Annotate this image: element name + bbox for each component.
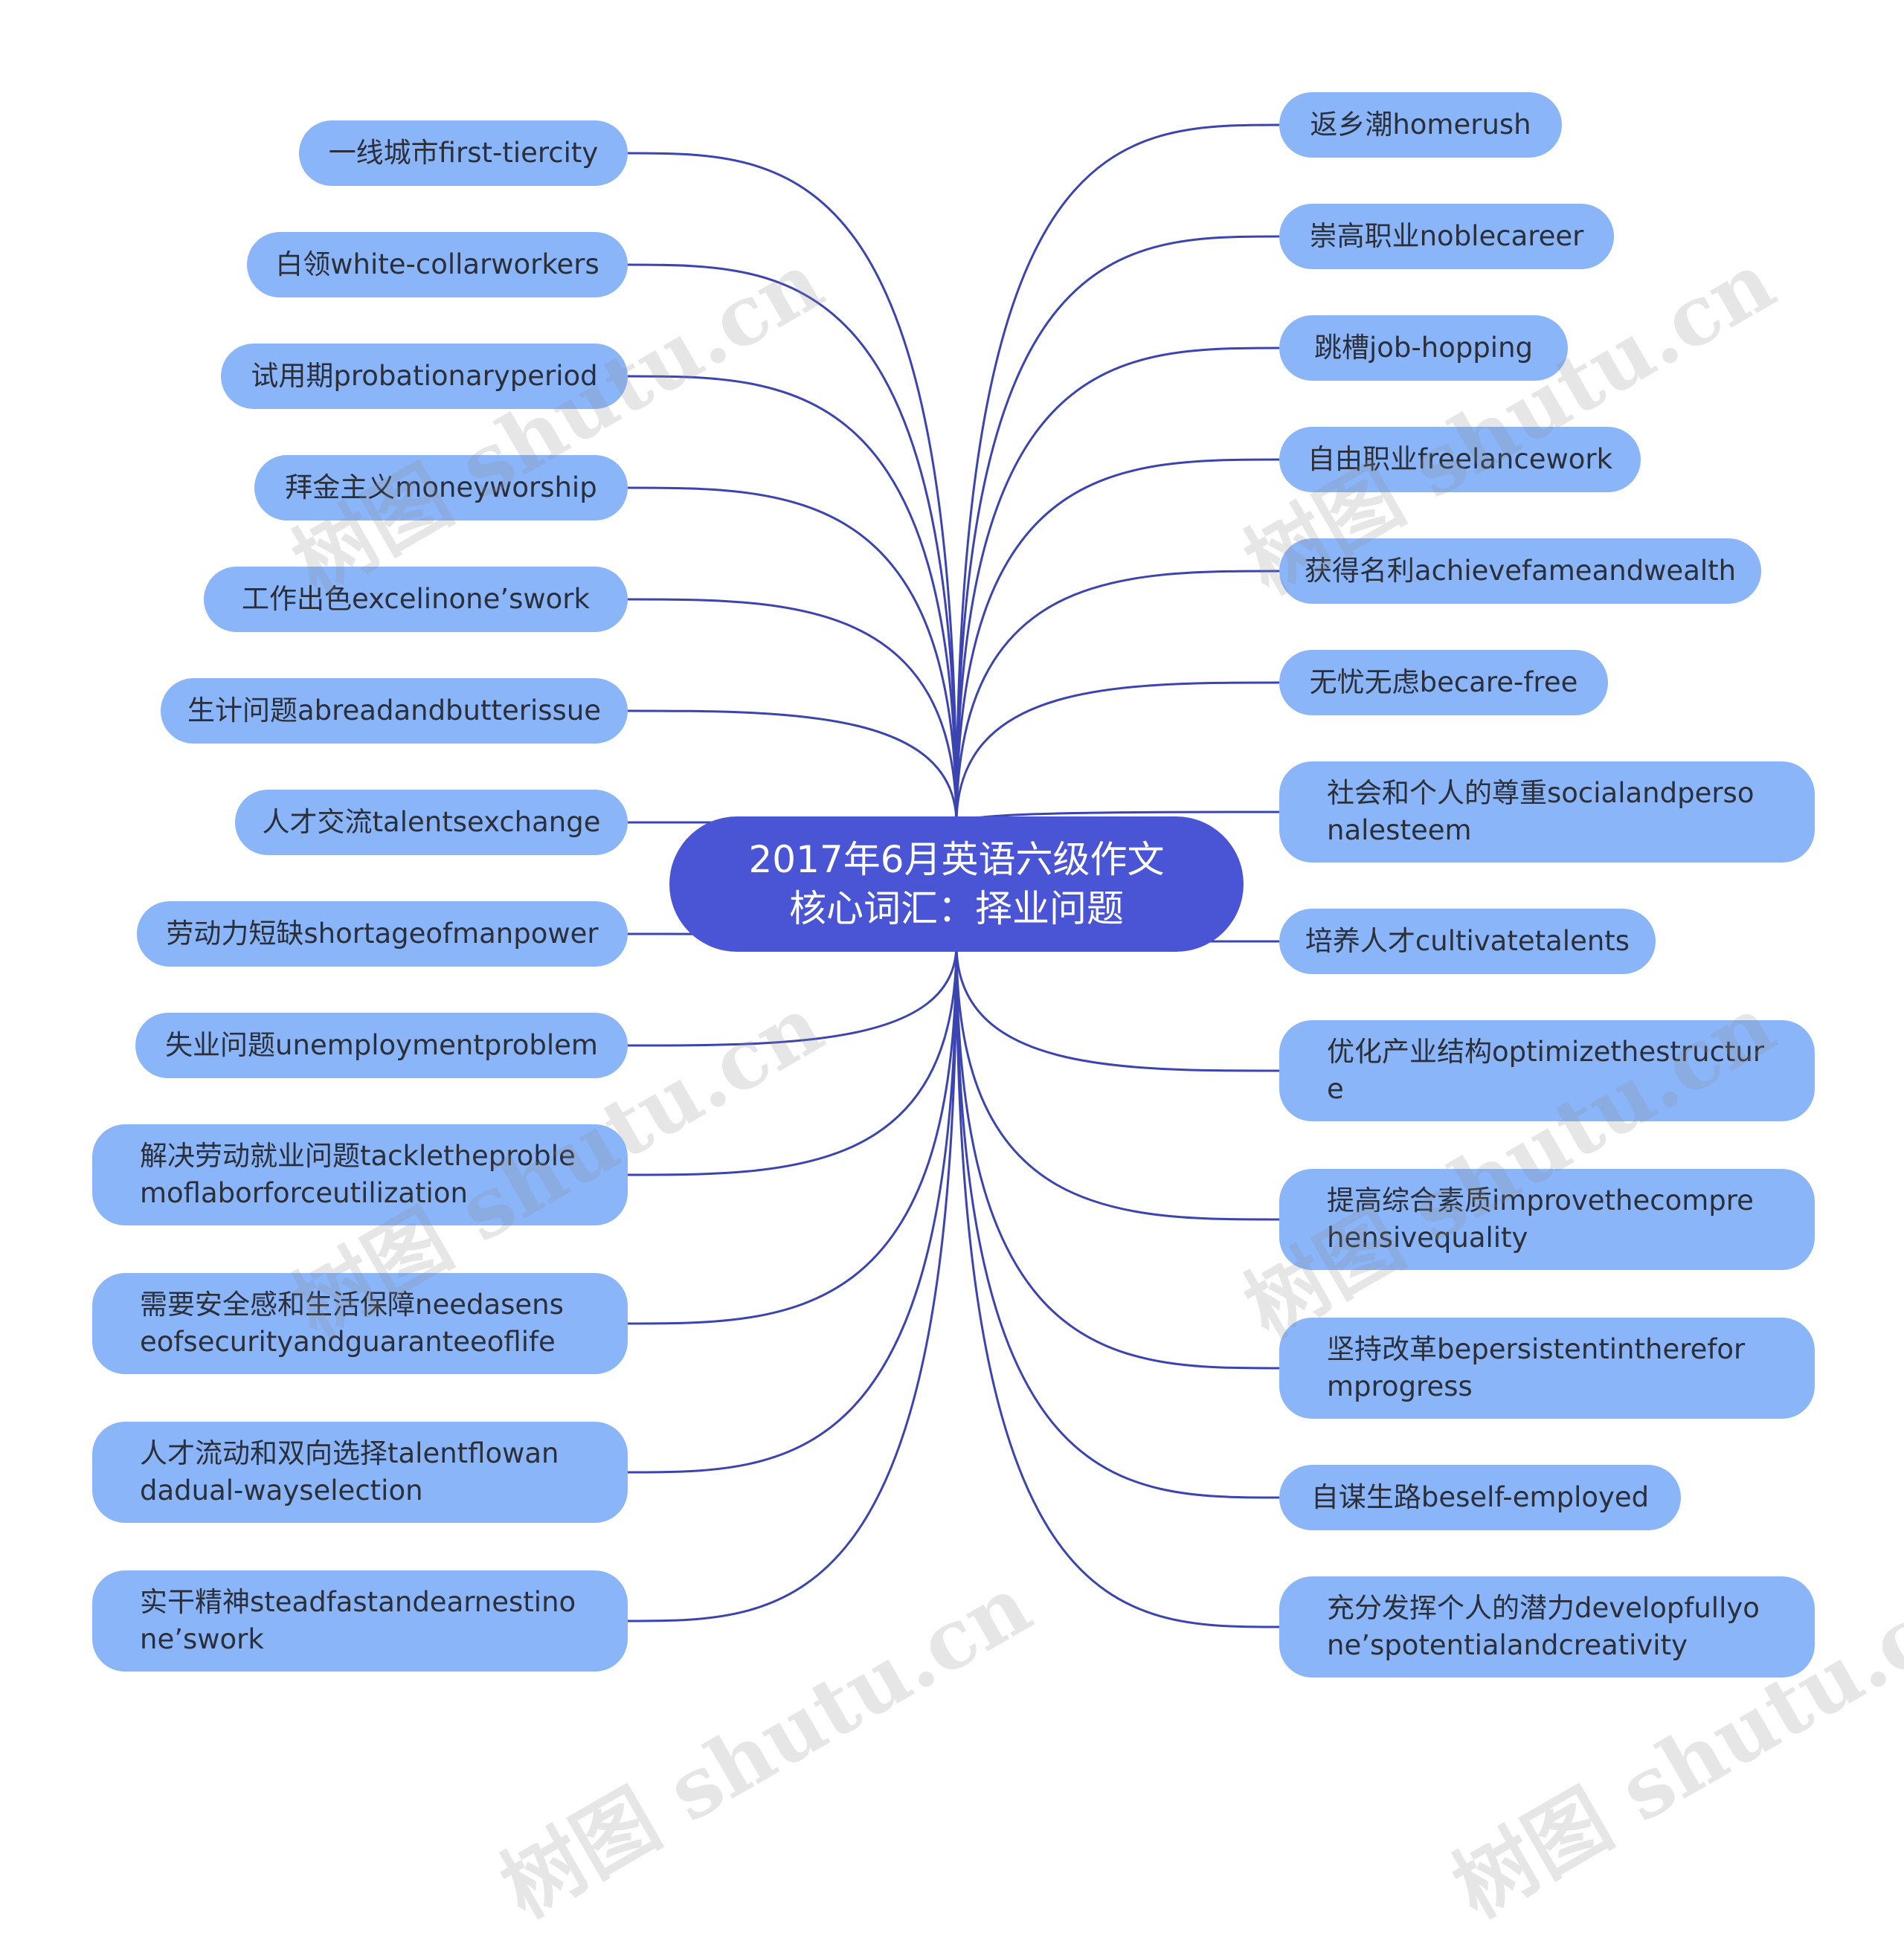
right-node-13[interactable]: 充分发挥个人的潜力developfullyo ne’spotentialandcr… [1279,1576,1815,1678]
left-node-11-text: 需要安全感和生活保障needasens eofsecurityandguarant… [140,1286,564,1361]
right-node-3-text: 跳槽job-hopping [1313,332,1534,364]
left-node-11[interactable]: 需要安全感和生活保障needasens eofsecurityandguarant… [92,1273,628,1374]
left-connector-2 [627,263,958,825]
right-node-11-line-2: mprogress [1327,1370,1473,1402]
right-node-9-line-1: 优化产业结构optimizethestructur [1327,1036,1765,1068]
left-node-9-text: 失业问题unemploymentproblem [165,1029,598,1061]
right-connector-1 [955,123,1280,825]
left-node-1-text: 一线城市first-tiercity [328,137,599,169]
right-connector-11 [955,944,1280,1370]
right-node-9-line-2: e [1327,1073,1344,1105]
right-connector-3 [955,347,1280,825]
left-node-10-text: 解决劳动就业问题tackletheproble moflaborforceutil… [140,1138,576,1212]
right-connector-10 [955,944,1280,1221]
right-node-2[interactable]: 崇高职业noblecareer [1279,204,1614,269]
left-node-8-text: 劳动力短缺shortageofmanpower [166,918,599,950]
right-node-9-text: 优化产业结构optimizethestructur e [1327,1034,1764,1108]
right-node-10-text: 提高综合素质improvethecompre hensivequality [1327,1182,1754,1257]
left-node-3[interactable]: 试用期probationaryperiod [221,344,628,409]
left-node-5-text: 工作出色excelinone’swork [242,583,590,615]
right-connector-2 [955,235,1280,825]
left-node-11-line-2: eofsecurityandguaranteeoflife [140,1326,556,1358]
central-topic-line-2: 核心词汇：择业问题 [789,887,1124,930]
right-node-13-line-2: ne’spotentialandcreativity [1327,1629,1688,1661]
left-node-3-text: 试用期probationaryperiod [251,360,598,392]
left-node-10[interactable]: 解决劳动就业问题tackletheproble moflaborforceutil… [92,1124,628,1225]
left-connector-1 [627,152,958,825]
left-node-13-line-1: 实干精神steadfastandearnestino [140,1586,576,1618]
right-node-11[interactable]: 坚持改革bepersistentintherefor mprogress [1279,1318,1815,1419]
left-node-11-line-1: 需要安全感和生活保障needasens [140,1289,564,1321]
right-node-7-line-1: 社会和个人的尊重socialandperso [1327,777,1755,809]
right-node-7-text: 社会和个人的尊重socialandperso nalesteem [1327,775,1754,849]
right-node-7[interactable]: 社会和个人的尊重socialandperso nalesteem [1279,761,1815,863]
central-topic-line-1: 2017年6月英语六级作文 [748,838,1165,881]
right-node-3[interactable]: 跳槽job-hopping [1279,315,1568,381]
left-connector-5 [627,598,958,825]
left-node-10-line-1: 解决劳动就业问题tackletheproble [140,1140,576,1172]
right-node-11-line-1: 坚持改革bepersistentintherefor [1327,1333,1746,1365]
right-node-1-text: 返乡潮homerush [1310,109,1531,141]
left-connector-11 [627,944,958,1325]
right-node-11-text: 坚持改革bepersistentintherefor mprogress [1327,1331,1745,1405]
mindmap-canvas: 2017年6月英语六级作文 核心词汇：择业问题 一线城市first-tierci… [92,92,1904,1936]
right-connector-4 [955,458,1280,825]
left-node-12-line-2: dadual-wayselection [140,1475,423,1506]
right-node-5[interactable]: 获得名利achievefameandwealth [1279,538,1761,604]
right-connector-5 [955,570,1280,825]
left-node-5[interactable]: 工作出色excelinone’swork [204,567,628,632]
left-node-2[interactable]: 白领white-collarworkers [247,232,628,297]
right-node-10-line-2: hensivequality [1327,1222,1528,1254]
right-connector-13 [955,944,1280,1628]
right-node-8[interactable]: 培养人才cultivatetalents [1279,909,1656,974]
left-node-7[interactable]: 人才交流talentsexchange [235,790,628,855]
right-node-1[interactable]: 返乡潮homerush [1279,92,1562,158]
left-node-13-line-2: ne’swork [140,1623,264,1655]
right-node-9[interactable]: 优化产业结构optimizethestructur e [1279,1020,1815,1121]
left-connector-10 [627,944,958,1176]
left-node-12[interactable]: 人才流动和双向选择talentflowan dadual-wayselection [92,1422,628,1523]
right-node-4[interactable]: 自由职业freelancework [1279,427,1641,492]
central-topic[interactable]: 2017年6月英语六级作文 核心词汇：择业问题 [669,816,1244,952]
right-node-7-line-2: nalesteem [1327,814,1472,846]
right-node-4-text: 自由职业freelancework [1308,443,1612,475]
left-node-1[interactable]: 一线城市first-tiercity [299,120,628,186]
left-connector-9 [627,944,958,1047]
right-connector-9 [955,944,1280,1072]
left-node-8[interactable]: 劳动力短缺shortageofmanpower [137,901,628,967]
right-node-13-line-1: 充分发挥个人的潜力developfullyo [1327,1592,1760,1624]
left-connector-4 [627,486,958,825]
left-connector-13 [627,944,958,1622]
left-node-6-text: 生计问题abreadandbutterissue [187,695,602,726]
left-connector-6 [627,709,958,825]
left-connector-3 [627,375,958,825]
right-connector-6 [955,681,1280,825]
right-node-12[interactable]: 自谋生路beself-employed [1279,1465,1681,1530]
left-node-4[interactable]: 拜金主义moneyworship [254,455,628,521]
right-connector-12 [955,944,1280,1499]
left-node-6[interactable]: 生计问题abreadandbutterissue [161,678,628,744]
left-node-12-line-1: 人才流动和双向选择talentflowan [140,1437,559,1469]
right-node-10-line-1: 提高综合素质improvethecompre [1327,1185,1754,1216]
right-node-13-text: 充分发挥个人的潜力developfullyo ne’spotentialandcr… [1327,1590,1760,1664]
right-node-5-text: 获得名利achievefameandwealth [1304,555,1737,587]
left-node-4-text: 拜金主义moneyworship [285,471,597,503]
right-node-8-text: 培养人才cultivatetalents [1305,925,1630,957]
left-node-9[interactable]: 失业问题unemploymentproblem [135,1013,628,1078]
right-node-6[interactable]: 无忧无虑becare-free [1279,650,1608,715]
right-node-12-text: 自谋生路beself-employed [1310,1481,1650,1513]
right-node-2-text: 崇高职业noblecareer [1309,220,1584,252]
right-node-6-text: 无忧无虑becare-free [1309,666,1578,698]
right-node-10[interactable]: 提高综合素质improvethecompre hensivequality [1279,1169,1815,1270]
left-node-2-text: 白领white-collarworkers [275,248,599,280]
left-node-13[interactable]: 实干精神steadfastandearnestino ne’swork [92,1570,628,1672]
left-node-12-text: 人才流动和双向选择talentflowan dadual-wayselection [140,1435,559,1509]
left-connector-12 [627,944,958,1474]
left-node-10-line-2: moflaborforceutilization [140,1177,468,1209]
left-node-13-text: 实干精神steadfastandearnestino ne’swork [140,1584,576,1658]
left-node-7-text: 人才交流talentsexchange [262,806,601,838]
